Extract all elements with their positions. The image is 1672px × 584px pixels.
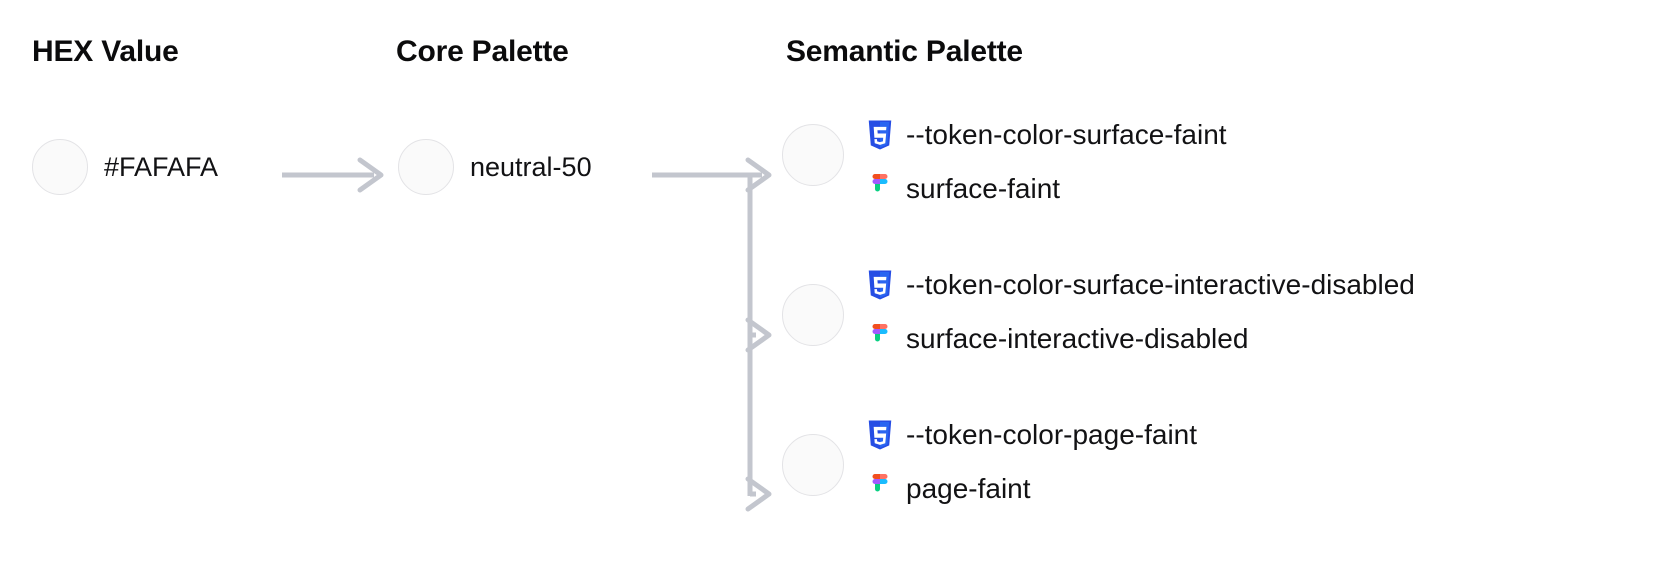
column-heading-core-palette: Core Palette [396,35,569,68]
figma-token-label: page-faint [906,473,1031,504]
semantic-token-group-surface-interactive-disabled: --token-color-surface-interactive-disabl… [866,265,1415,359]
css3-icon [866,119,894,151]
color-swatch-hex [32,139,88,195]
color-swatch-semantic-surface-faint [782,124,844,186]
figma-token-line: surface-interactive-disabled [866,319,1415,359]
arrow-right-icon-branch-3 [745,476,772,512]
figma-icon [866,324,894,354]
column-heading-semantic-palette: Semantic Palette [786,35,1023,68]
column-heading-hex-value: HEX Value [32,35,179,68]
color-swatch-semantic-page-faint [782,434,844,496]
css-token-line: --token-color-surface-interactive-disabl… [866,265,1415,305]
figma-icon [866,174,894,204]
arrow-right-icon-branch-1 [745,157,772,193]
figma-token-line: surface-faint [866,169,1227,209]
css-token-line: --token-color-surface-faint [866,115,1227,155]
figma-token-label: surface-faint [906,173,1061,204]
figma-token-label: surface-interactive-disabled [906,323,1249,354]
css-token-line: --token-color-page-faint [866,415,1197,455]
branch-trunk [652,172,753,496]
css-token-label: --token-color-surface-faint [906,119,1227,150]
color-swatch-semantic-surface-interactive-disabled [782,284,844,346]
core-palette-value-label: neutral-50 [470,152,592,182]
semantic-token-group-surface-faint: --token-color-surface-faint surface-fain… [866,115,1227,209]
color-swatch-core [398,139,454,195]
figma-token-line: page-faint [866,469,1197,509]
semantic-token-group-page-faint: --token-color-page-faint page-faint [866,415,1197,509]
figma-icon [866,474,894,504]
css3-icon [866,419,894,451]
css-token-label: --token-color-surface-interactive-disabl… [906,269,1415,300]
css3-icon [866,269,894,301]
arrow-right-icon-branch-2 [745,317,772,353]
css-token-label: --token-color-page-faint [906,419,1198,450]
arrow-right-icon-hex-to-core [282,157,384,193]
hex-value-label: #FAFAFA [104,152,219,182]
